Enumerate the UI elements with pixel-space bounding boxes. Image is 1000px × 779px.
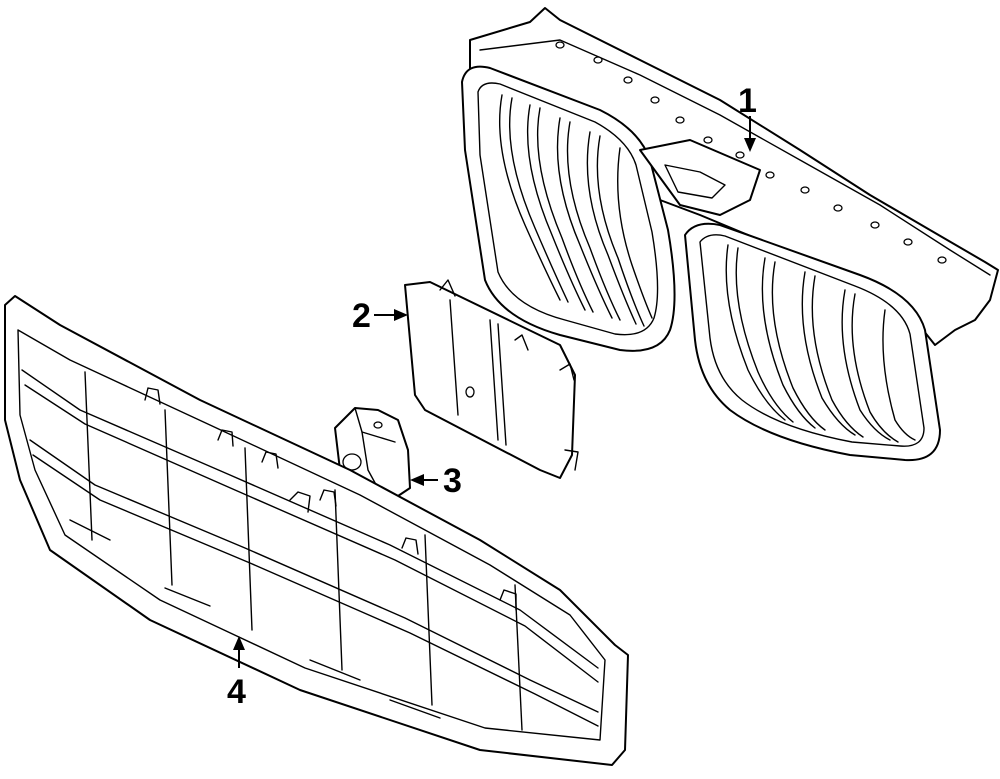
callout-number-1: 1 xyxy=(738,82,757,120)
callout-number-4: 4 xyxy=(227,673,246,711)
left-kidney-frame xyxy=(461,65,676,352)
callout-number-2: 2 xyxy=(352,297,371,335)
callout-3: 3 xyxy=(410,462,462,500)
center-bridge xyxy=(639,139,761,216)
right-kidney-frame xyxy=(684,222,941,462)
lower-grille-frame xyxy=(4,295,629,766)
part-4-lower-grille xyxy=(4,295,629,766)
callout-4: 4 xyxy=(227,636,246,711)
callout-number-3: 3 xyxy=(443,462,462,500)
callout-1: 1 xyxy=(738,82,757,152)
part-2-center-plate xyxy=(404,279,579,479)
callout-2: 2 xyxy=(352,297,408,335)
part-1-upper-grille xyxy=(461,7,999,462)
plate-body xyxy=(404,281,576,479)
